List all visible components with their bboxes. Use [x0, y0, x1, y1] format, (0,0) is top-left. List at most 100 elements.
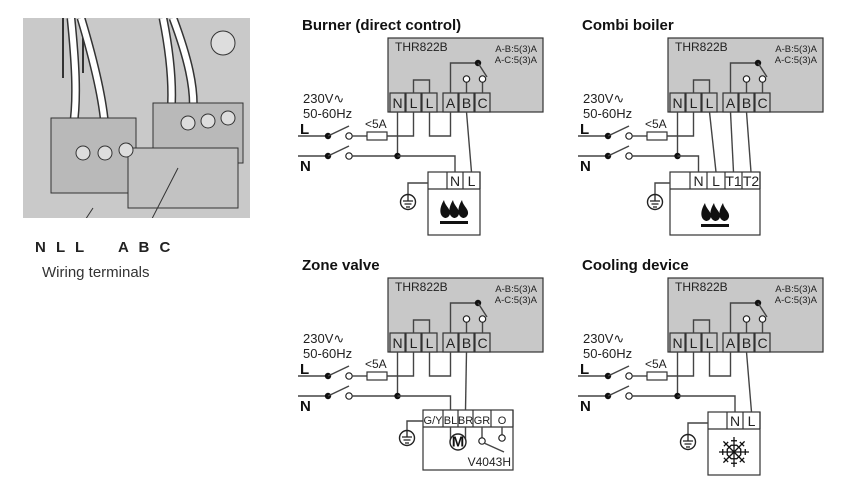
- bridge-link: [412, 319, 431, 333]
- contact: [345, 392, 353, 400]
- switch-blade: [607, 365, 630, 377]
- terminal-label-nll: N L L: [35, 239, 88, 256]
- terminal-block-illustration: [23, 18, 250, 218]
- device-terminal-label: BR: [458, 415, 473, 427]
- relay-common: [449, 302, 478, 333]
- switch-blade: [327, 125, 350, 137]
- contact-b: [742, 75, 751, 83]
- earth-icon: [646, 193, 664, 211]
- neutral-label: N: [300, 158, 311, 175]
- terminal-label: C: [477, 335, 487, 351]
- supply-frequency: 50-60Hz: [303, 106, 352, 121]
- contact-rating: A-C:5(3)A: [775, 55, 818, 66]
- wire: [406, 420, 423, 430]
- terminal-label: N: [672, 335, 682, 351]
- switch-contact: [498, 434, 506, 442]
- contact-b: [462, 75, 471, 83]
- contact: [345, 132, 353, 140]
- neutral-label: N: [580, 398, 591, 415]
- supply-voltage: 230V∿: [303, 91, 344, 106]
- device-terminal-label: L: [712, 173, 720, 189]
- flame-icon: [440, 200, 469, 224]
- relay-common: [449, 62, 478, 93]
- relay-blade: [477, 302, 488, 318]
- line-label: L: [300, 361, 309, 378]
- terminal-label: L: [706, 335, 714, 351]
- switch-blade: [327, 145, 350, 157]
- wire: [397, 155, 456, 172]
- neutral-label: N: [300, 398, 311, 415]
- switch-contact: [478, 437, 486, 445]
- photo-caption: Wiring terminals: [42, 264, 150, 281]
- wire: [745, 351, 753, 413]
- relay-blade: [757, 62, 768, 78]
- contact-b: [742, 315, 751, 323]
- bridge-link: [412, 79, 431, 93]
- contact: [625, 372, 633, 380]
- switch-blade: [607, 145, 630, 157]
- device-terminal-label: N: [450, 173, 460, 189]
- snowflake-icon: [719, 437, 749, 467]
- wire: [407, 182, 428, 194]
- relay-blade: [477, 62, 488, 78]
- wire: [397, 395, 452, 410]
- contact-rating: A-B:5(3)A: [495, 44, 537, 55]
- contact-rating: A-B:5(3)A: [775, 284, 817, 295]
- contact-c: [758, 315, 767, 323]
- terminal-label-abc: A B C: [118, 239, 174, 256]
- terminal-label: L: [426, 95, 434, 111]
- contact: [345, 372, 353, 380]
- thermostat-model: THR822B: [395, 40, 448, 54]
- neutral-label: N: [580, 158, 591, 175]
- relay-common: [729, 302, 758, 333]
- terminal-label: B: [742, 95, 751, 111]
- terminal-label: L: [690, 335, 698, 351]
- fuse-label: <5A: [645, 357, 667, 371]
- diagram-title: Zone valve: [302, 257, 380, 274]
- line-feed: [387, 112, 415, 137]
- switch-blade: [607, 385, 630, 397]
- fuse-label: <5A: [365, 117, 387, 131]
- device-model: V4043H: [468, 455, 511, 469]
- line-label: L: [580, 121, 589, 138]
- terminal-label: C: [477, 95, 487, 111]
- contact: [345, 152, 353, 160]
- switch-blade: [327, 365, 350, 377]
- fuse-label: <5A: [365, 357, 387, 371]
- earth-icon: [398, 429, 416, 447]
- line-label: L: [580, 361, 589, 378]
- contact-rating: A-B:5(3)A: [495, 284, 537, 295]
- terminal-label: B: [462, 95, 471, 111]
- wire: [745, 111, 752, 173]
- supply-frequency: 50-60Hz: [583, 106, 632, 121]
- terminal-label: L: [690, 95, 698, 111]
- contact-c: [478, 315, 487, 323]
- terminal-label: A: [446, 335, 456, 351]
- supply-voltage: 230V∿: [583, 331, 624, 346]
- supply-frequency: 50-60Hz: [583, 346, 632, 361]
- fuse: [366, 131, 388, 141]
- thermostat-model: THR822B: [675, 40, 728, 54]
- device-terminal-label: T2: [743, 173, 760, 189]
- supply-frequency: 50-60Hz: [303, 346, 352, 361]
- earth-icon: [399, 193, 417, 211]
- diagram-title: Cooling device: [582, 257, 689, 274]
- wire: [708, 111, 717, 173]
- contact-rating: A-C:5(3)A: [775, 295, 818, 306]
- earth-icon: [679, 433, 697, 451]
- relay-common: [729, 62, 758, 93]
- fuse-label: <5A: [645, 117, 667, 131]
- device-terminal-label: T1: [725, 173, 742, 189]
- contact-c: [478, 75, 487, 83]
- wire: [465, 111, 473, 173]
- contact-rating: A-B:5(3)A: [775, 44, 817, 55]
- device-terminal-label: G/Y: [424, 415, 444, 427]
- terminal-label: B: [462, 335, 471, 351]
